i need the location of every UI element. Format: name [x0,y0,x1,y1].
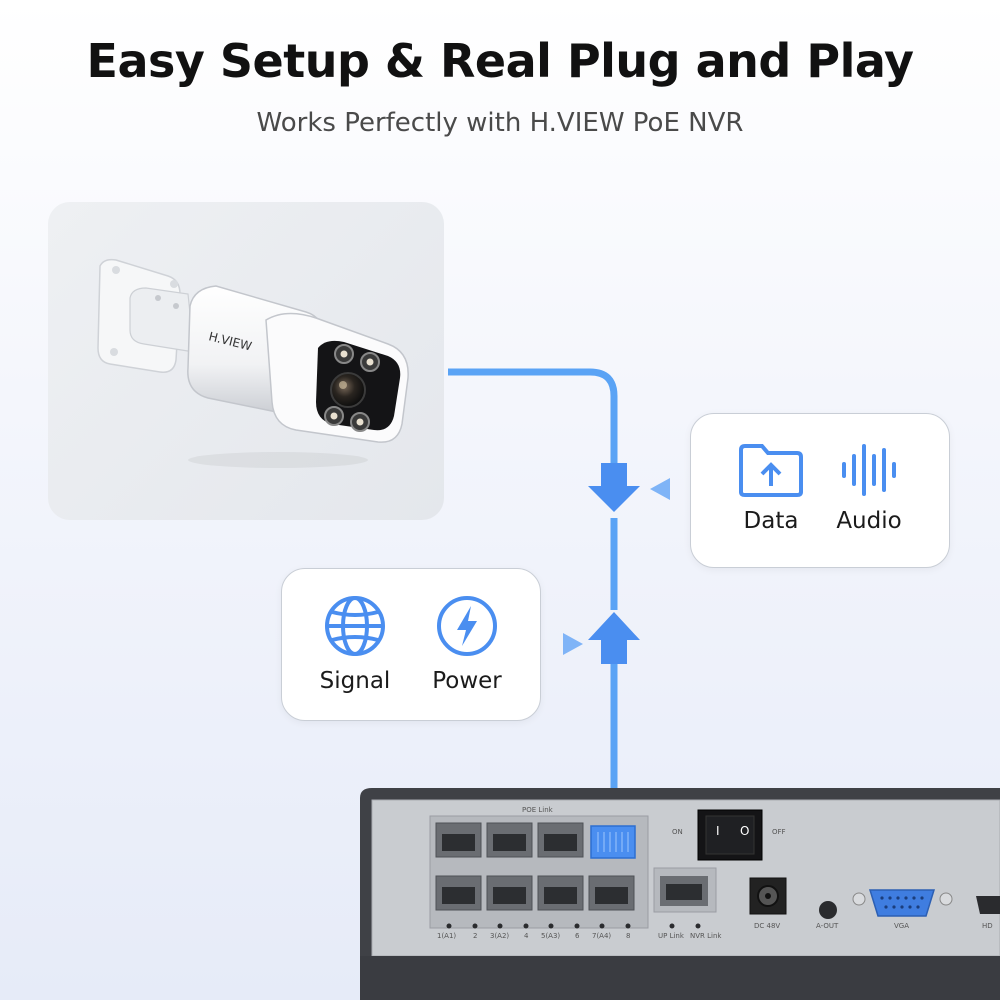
aout-label: A-OUT [816,922,839,930]
nvr-link-label: NVR Link [690,932,722,940]
port-label-6: 6 [575,932,580,940]
audio-wave-icon [842,444,896,496]
feature-signal: Signal [300,594,410,694]
page-title: Easy Setup & Real Plug and Play [86,34,914,88]
signal-power-card: Signal Power [281,568,541,721]
data-audio-card: Data Audio [690,413,950,568]
globe-icon [325,596,385,656]
down-arrow-icon [588,463,640,512]
feature-data-label: Data [743,508,799,534]
port-label-7: 7(A4) [592,932,612,940]
port-label-5: 5(A3) [541,932,561,940]
feature-power-label: Power [432,668,502,694]
vga-label: VGA [894,922,910,930]
left-triangle-icon [650,478,670,500]
folder-upload-icon [739,444,803,497]
ethernet-cable [448,368,618,470]
feature-signal-label: Signal [319,668,391,694]
switch-o-label: O [740,824,750,838]
poe-link-label: POE Link [522,806,553,814]
up-arrow-icon [588,612,640,664]
hdmi-label: HD [982,922,993,930]
dc-label: DC 48V [754,922,781,930]
switch-on-label: ON [672,828,683,836]
port-label-4: 4 [524,932,529,940]
port-label-1: 1(A1) [437,932,457,940]
switch-off-label: OFF [772,828,786,836]
port-label-8: 8 [626,932,631,940]
uplink-label: UP Link [658,932,684,940]
lightning-icon [437,596,497,656]
port-label-3: 3(A2) [490,932,510,940]
right-triangle-icon [563,633,583,655]
feature-data: Data [716,442,826,534]
nvr-device: POE Link ON OFF I O 1(A1) 2 3(A2) 4 5(A3… [360,788,1000,1000]
page-subtitle: Works Perfectly with H.VIEW PoE NVR [256,108,744,138]
feature-audio: Audio [814,442,924,534]
feature-audio-label: Audio [836,508,902,534]
port-label-2: 2 [473,932,478,940]
switch-i-label: I [716,824,720,838]
feature-power: Power [412,594,522,694]
camera-photo: H.VIEW [48,202,444,520]
